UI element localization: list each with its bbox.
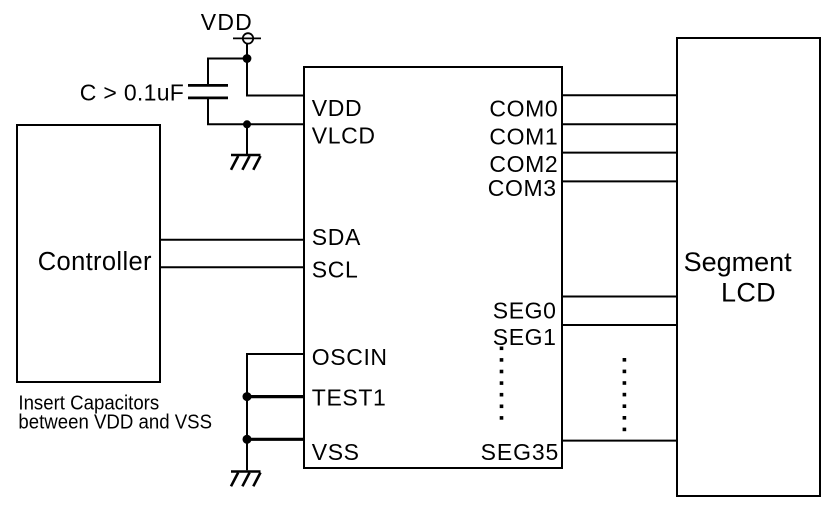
svg-text:VSS: VSS (312, 439, 360, 465)
svg-text:OSCIN: OSCIN (312, 344, 388, 370)
svg-text:VDD: VDD (312, 95, 362, 121)
svg-text:C > 0.1uF: C > 0.1uF (80, 80, 184, 106)
svg-text:SEG1: SEG1 (493, 324, 557, 350)
svg-text:LCD: LCD (721, 278, 776, 308)
svg-text:COM2: COM2 (489, 151, 558, 177)
svg-text:SDA: SDA (312, 224, 361, 250)
svg-text:SEG35: SEG35 (481, 439, 560, 465)
svg-text:SEG0: SEG0 (493, 298, 557, 324)
svg-text:COM0: COM0 (489, 96, 558, 122)
svg-text:VLCD: VLCD (312, 122, 376, 148)
svg-text:SCL: SCL (312, 257, 359, 283)
svg-text:COM3: COM3 (488, 175, 557, 201)
svg-text:between VDD and VSS: between VDD and VSS (18, 412, 212, 434)
svg-text:Controller: Controller (38, 248, 152, 276)
svg-text:TEST1: TEST1 (312, 385, 387, 411)
svg-text:VDD: VDD (201, 9, 253, 35)
svg-text:Insert Capacitors: Insert Capacitors (18, 393, 159, 415)
svg-text:Segment: Segment (684, 247, 793, 277)
svg-text:COM1: COM1 (489, 123, 558, 149)
